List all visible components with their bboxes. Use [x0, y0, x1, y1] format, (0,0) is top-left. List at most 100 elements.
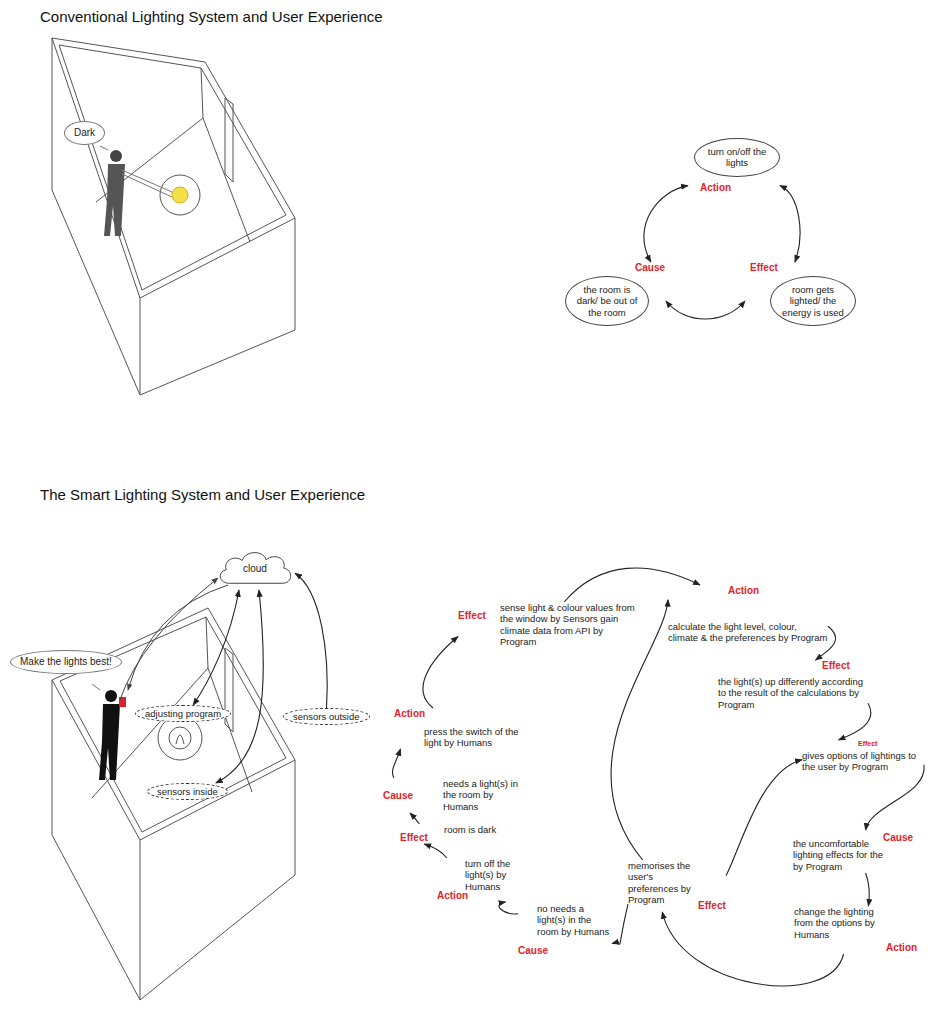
- node-text: room is dark: [444, 824, 496, 835]
- plain-body: needs a light(s) in the room by Humans: [443, 778, 518, 812]
- person: [100, 146, 172, 236]
- bubble-body: turn on/off the lights: [694, 138, 780, 177]
- dashed-body: adjusting program: [135, 705, 231, 722]
- signal-arrow: [120, 578, 218, 700]
- step-label: Effect: [858, 740, 877, 748]
- lamp-bulb: [172, 187, 188, 203]
- cycle-arrow: [423, 637, 458, 709]
- node-text: Dark: [74, 127, 95, 138]
- node-text: press the switch of the light by Humans: [424, 726, 519, 748]
- cycle-step: Effect sense light & colour values from t…: [458, 602, 635, 648]
- step-label: Effect: [458, 610, 486, 622]
- conventional-room: [52, 38, 295, 395]
- cycle-arrow: [295, 573, 327, 708]
- cycle-step: Effect room is dark: [400, 824, 497, 844]
- step-label: Effect: [400, 832, 428, 844]
- speech-body: Make the lights best!: [10, 650, 122, 674]
- dashed-ellipse: sensors inside: [147, 783, 228, 801]
- step-label: Effect: [822, 660, 850, 672]
- cycle-step: Action press the switch of the light by H…: [394, 708, 524, 749]
- node-text: no needs a light(s) in the room by Human…: [537, 903, 609, 937]
- cycle-step: Actionturn off the light(s) by Humans: [437, 858, 535, 902]
- plain-body: gives options of lightings to the user b…: [802, 750, 924, 773]
- cycle-arrow: [866, 873, 870, 906]
- cycle-arrow: [726, 760, 802, 876]
- cycle-arrow: [816, 626, 836, 660]
- node-text: memorises the user's preferences by Prog…: [628, 860, 691, 905]
- cycle-arrow: [780, 186, 800, 262]
- cycle-arrow: [564, 568, 700, 602]
- cycle-step: Causethe uncomfortable lighting effects …: [793, 830, 914, 873]
- node-text: the light(s) up differently according to…: [718, 676, 863, 710]
- node-text: cloud: [243, 563, 267, 574]
- plain-body: room is dark: [444, 824, 496, 835]
- plain-body: press the switch of the light by Humans: [424, 726, 524, 749]
- step-label: Effect: [750, 262, 778, 274]
- speech-bubble: Action turn on/off the lights: [688, 138, 780, 194]
- bubble-body: room gets lighted/ the energy is used: [770, 276, 856, 326]
- plain-body: memorises the user's preferences by Prog…: [628, 860, 703, 906]
- node-text: adjusting program: [145, 708, 221, 719]
- plain-body: sense light & colour values from the win…: [500, 602, 635, 648]
- speech-body: Dark: [64, 121, 105, 145]
- node-text: calculate the light level, colour, clima…: [668, 621, 827, 643]
- plain-body: no needs a light(s) in the room by Human…: [537, 903, 612, 937]
- step-label: Cause: [383, 790, 413, 802]
- node-text: Make the lights best!: [20, 656, 112, 667]
- plain-body: turn off the light(s) by Humans: [465, 858, 535, 892]
- plain-body: the light(s) up differently according to…: [718, 676, 868, 710]
- cycle-arrow: [193, 590, 239, 705]
- step-label: Cause: [635, 262, 665, 274]
- cloud-body: cloud: [215, 548, 295, 590]
- section-title: The Smart Lighting System and User Exper…: [40, 486, 365, 503]
- cycle-arrow: [612, 904, 628, 944]
- node-text: the uncomfortable lighting effects for t…: [793, 838, 883, 872]
- step-label: Action: [886, 942, 917, 954]
- cycle-arrow: [424, 844, 447, 858]
- cycle-arrow: [392, 749, 400, 778]
- cycle-step: Cause needs a light(s) in the room by Hum…: [383, 778, 518, 813]
- speech-bubble: Make the lights best!: [10, 650, 122, 674]
- node-text: turn off the light(s) by Humans: [465, 858, 510, 892]
- plain-body: the uncomfortable lighting effects for t…: [793, 838, 888, 872]
- cycle-arrow: [216, 590, 264, 783]
- cycle-arrow: [839, 703, 871, 740]
- dashed-body: sensors inside: [147, 783, 228, 800]
- plain-body: change the lighting from the options by …: [794, 906, 889, 940]
- bubble-body: the room is dark/ be out of the room: [565, 276, 649, 326]
- signal-arrow: [128, 585, 228, 690]
- plain-body: calculate the light level, colour, clima…: [668, 621, 828, 644]
- dashed-ellipse: adjusting program: [135, 705, 232, 723]
- step-label: Action: [700, 182, 731, 194]
- step-label: Action: [437, 890, 468, 902]
- dashed-ellipse: sensors outside: [283, 708, 370, 726]
- step-label: Action: [394, 708, 425, 720]
- node-text: room gets lighted/ the energy is used: [782, 284, 844, 318]
- node-text: sense light & colour values from the win…: [500, 602, 635, 647]
- step-label: Action: [728, 585, 759, 597]
- cycle-step: Action calculate the light level, colour,…: [668, 585, 828, 644]
- cycle-arrow: [666, 301, 745, 319]
- speech-bubble: Cause the room is dark/ be out of the roo…: [565, 262, 666, 327]
- diagram-title: Conventional Lighting System and User Ex…: [40, 8, 383, 25]
- node-text: sensors outside: [293, 711, 360, 722]
- cycle-arrow: [410, 813, 419, 824]
- cycle-arrow: [499, 902, 518, 914]
- step-label: Cause: [883, 832, 913, 844]
- node-text: sensors inside: [157, 786, 218, 797]
- node-text: change the lighting from the options by …: [794, 906, 875, 940]
- node-text: turn on/off the lights: [708, 146, 766, 168]
- step-label: Cause: [518, 945, 548, 957]
- dashed-body: sensors outside: [283, 708, 370, 725]
- speech-bubble: Dark: [64, 121, 106, 145]
- cycle-arrow: [644, 186, 688, 262]
- step-label: Effect: [698, 900, 726, 912]
- cycle-step: Cause no needs a light(s) in the room by …: [518, 903, 612, 957]
- cycle-arrow: [611, 600, 668, 860]
- cycle-step: Effect the light(s) up differently accord…: [718, 660, 868, 711]
- node-text: needs a light(s) in the room by Humans: [443, 778, 518, 812]
- cycle-step: Effect gives options of lightings to the …: [802, 740, 924, 773]
- node-text: gives options of lightings to the user b…: [802, 750, 916, 772]
- node-text: the room is dark/ be out of the room: [577, 284, 638, 318]
- cycle-arrow: [866, 765, 925, 830]
